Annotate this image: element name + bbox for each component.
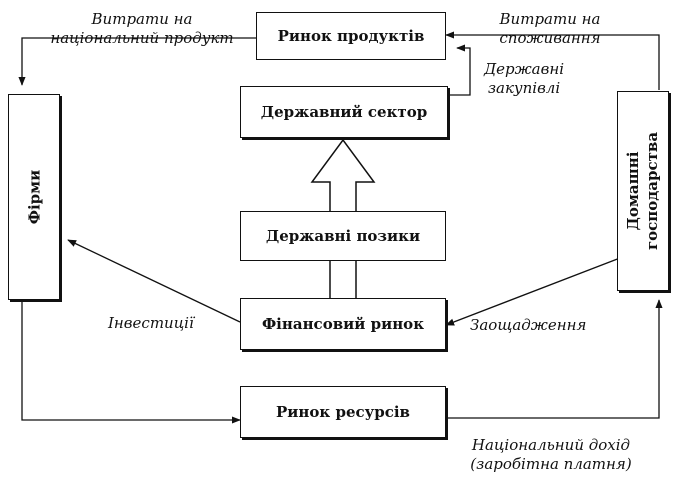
savings-label: Заощадження bbox=[470, 316, 587, 334]
arrow-resource-to-households bbox=[446, 299, 663, 419]
financial-market-box: Фінансовий ринок bbox=[240, 298, 446, 350]
firms-label: Фірми bbox=[25, 169, 44, 225]
consumption-spending-label: Витрати на споживання bbox=[499, 10, 601, 47]
national-product-spending-label: Витрати на національний продукт bbox=[50, 10, 234, 47]
product-market-box: Ринок продуктів bbox=[256, 12, 446, 60]
resource-market-box: Ринок ресурсів bbox=[240, 386, 446, 438]
arrow-households-to-financial bbox=[445, 257, 621, 326]
government-borrowing-label: Державні позики bbox=[265, 227, 421, 245]
investment-label: Інвестиції bbox=[108, 314, 194, 332]
households-label-line1: Домашні bbox=[624, 151, 642, 231]
government-borrowing-box: Державні позики bbox=[240, 211, 446, 261]
arrow-financial-to-firms bbox=[67, 239, 241, 323]
arrow-firms-to-resource-market bbox=[21, 301, 241, 424]
arrow-product-market-to-firms bbox=[18, 37, 256, 86]
financial-market-label: Фінансовий ринок bbox=[261, 315, 425, 333]
government-sector-box: Державний сектор bbox=[240, 86, 448, 138]
firms-box: Фірми bbox=[8, 94, 60, 300]
arrow-government-to-product-market bbox=[448, 44, 471, 96]
product-market-label: Ринок продуктів bbox=[277, 27, 425, 45]
households-label: Домашні господарства bbox=[624, 132, 662, 250]
government-sector-label: Державний сектор bbox=[260, 103, 428, 121]
government-purchases-label: Державні закупівлі bbox=[483, 60, 565, 97]
resource-market-label: Ринок ресурсів bbox=[276, 403, 410, 421]
households-label-line2: господарства bbox=[643, 131, 661, 251]
arrow-households-to-product-market bbox=[445, 31, 660, 90]
households-box: Домашні господарства bbox=[617, 91, 669, 291]
national-income-label: Національний дохід (заробітна платня) bbox=[470, 436, 632, 473]
